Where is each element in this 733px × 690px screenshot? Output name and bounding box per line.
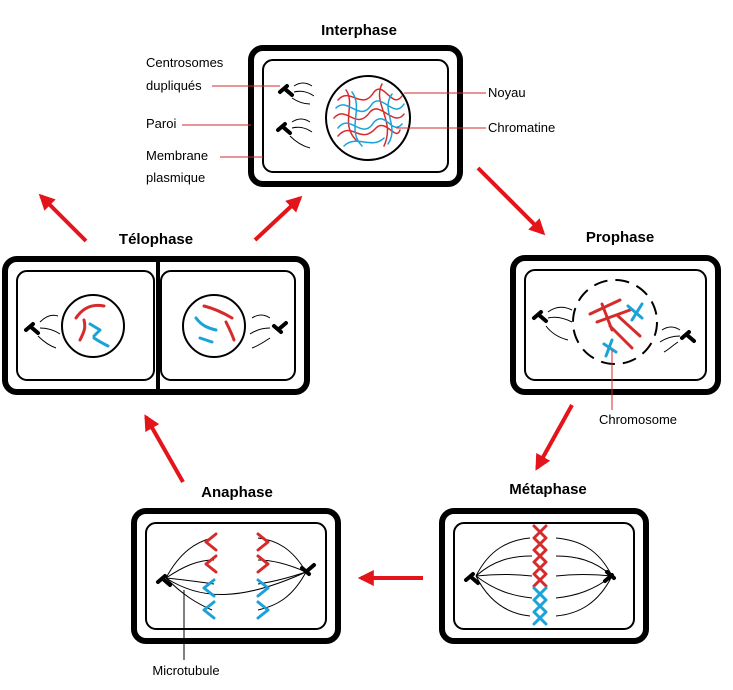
label-microtubule: Microtubule (152, 663, 219, 678)
interphase-cell (248, 45, 463, 187)
chromosomes-separating-left (202, 532, 218, 620)
plasma-membrane-right (160, 270, 296, 381)
centrosome-icon (24, 314, 61, 349)
cell-wall (439, 508, 649, 644)
annotation-membrane: Membrane plasmique (146, 148, 263, 185)
cycle-arrows (38, 166, 574, 586)
annotation-chromatine: Chromatine (396, 120, 555, 135)
chromosomes-right (194, 304, 236, 344)
centrosome-icon (464, 572, 480, 585)
prophase-cell (510, 255, 721, 410)
arrow-interphase-to-prophase (476, 166, 546, 236)
title-prophase: Prophase (586, 229, 654, 246)
nucleus (325, 75, 411, 161)
telophase-cell (2, 256, 310, 395)
label-chromatine: Chromatine (488, 120, 555, 135)
label-membrane-line2: plasmique (146, 170, 205, 185)
label-membrane-line1: Membrane (146, 148, 208, 163)
centrosome-icon (156, 574, 172, 587)
cell-wall (510, 255, 721, 395)
centrosome-icon (249, 314, 288, 349)
centrosome-icon (659, 326, 696, 353)
centrosome-icon (278, 82, 315, 105)
cell-wall (248, 45, 463, 187)
plasma-membrane-left (16, 270, 155, 381)
title-metaphase: Métaphase (509, 481, 587, 498)
metaphase-cell (439, 508, 649, 644)
centrosome-icon (603, 570, 616, 583)
title-telophase: Télophase (119, 231, 193, 248)
nucleus-breaking-down (572, 279, 658, 365)
annotation-noyau: Noyau (404, 85, 526, 100)
spindle (165, 537, 307, 611)
chromosomes (588, 298, 644, 358)
title-interphase: Interphase (321, 22, 397, 39)
plasma-membrane (262, 59, 449, 173)
arrow-prophase-to-metaphase (535, 404, 574, 471)
chromatin (333, 83, 405, 147)
plasma-membrane (524, 269, 707, 381)
annotation-paroi: Paroi (146, 116, 251, 131)
arrow-anaphase-to-telophase (144, 414, 185, 483)
centrosome-icon (300, 563, 316, 576)
arrow-telophase-to-interphase (253, 195, 303, 242)
annotation-centrosomes: Centrosomes dupliqués (146, 55, 280, 93)
anaphase-cell (131, 508, 341, 660)
label-centrosomes-line1: Centrosomes (146, 55, 224, 70)
label-centrosomes-line2: dupliqués (146, 78, 202, 93)
title-anaphase: Anaphase (201, 484, 273, 501)
nucleus-right (182, 294, 246, 358)
chromosomes-equator (532, 524, 548, 626)
nucleus-left (61, 294, 125, 358)
label-paroi: Paroi (146, 116, 176, 131)
chromosomes-left (74, 303, 110, 348)
label-chromosome: Chromosome (599, 412, 677, 427)
cell-wall (131, 508, 341, 644)
centrosome-icon (532, 306, 573, 341)
plasma-membrane (145, 522, 327, 630)
label-noyau: Noyau (488, 85, 526, 100)
arrow-telophase-out (38, 193, 88, 243)
plasma-membrane (453, 522, 635, 630)
chromosomes-separating-right (256, 532, 270, 620)
spindle (475, 537, 613, 617)
centrosome-icon (276, 118, 313, 149)
